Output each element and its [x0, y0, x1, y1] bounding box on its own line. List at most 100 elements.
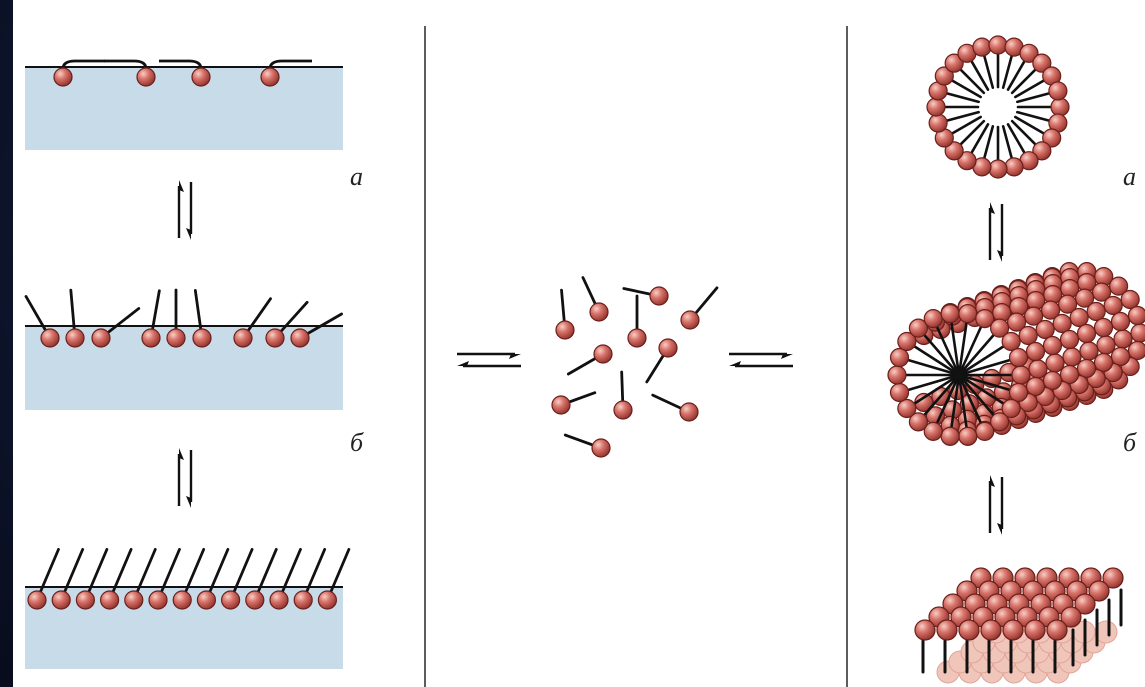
molecule-head-icon — [940, 304, 960, 324]
molecule-tail — [957, 312, 970, 377]
molecule-head-icon — [65, 328, 85, 348]
molecule-head-icon — [51, 590, 71, 610]
molecule-head-icon — [172, 590, 192, 610]
molecule-head-icon — [1042, 128, 1062, 148]
free-molecule — [622, 286, 669, 306]
molecule-head-icon — [141, 328, 161, 348]
molecule-head-icon — [1069, 307, 1089, 328]
molecule-head-icon — [1018, 325, 1038, 346]
molecule-tail — [957, 373, 1013, 410]
label-right-a: а — [1123, 162, 1136, 191]
molecule-head-icon — [75, 590, 96, 610]
molecule-head-icon — [233, 328, 253, 348]
molecule-head-icon — [990, 318, 1010, 338]
molecule-head-icon — [1074, 593, 1096, 615]
molecule-head-icon — [551, 395, 571, 415]
free-molecule — [581, 276, 609, 322]
molecule-head-icon — [40, 328, 60, 348]
molecule-head-icon — [1035, 319, 1055, 340]
molecule-head-icon — [649, 286, 669, 306]
molecule-head-icon — [908, 412, 928, 432]
molecule-head-icon — [192, 328, 212, 348]
molecule-head-icon — [958, 426, 978, 446]
molecule-head-icon — [944, 53, 964, 73]
molecule-head-icon — [1103, 295, 1123, 316]
molecule-head-icon — [1076, 323, 1097, 344]
lamellar-micelle — [914, 567, 1124, 684]
molecule-head-icon — [889, 382, 910, 403]
molecule-head-icon — [1086, 301, 1106, 322]
molecule-head-icon — [680, 310, 700, 330]
molecule-head-icon — [679, 402, 699, 422]
interface-column — [24, 59, 351, 669]
molecule-head-icon — [926, 97, 946, 117]
molecule-head-icon — [940, 426, 960, 446]
lower-layer-head — [1094, 620, 1118, 644]
molecule-tail — [931, 317, 961, 377]
molecule-head-icon — [1110, 346, 1131, 367]
molecule-head-icon — [1093, 352, 1114, 373]
free-molecule — [563, 433, 611, 458]
molecule-head-icon — [1060, 606, 1082, 628]
arrow-down-head — [186, 496, 191, 508]
molecule-head-icon — [1032, 141, 1052, 161]
molecule-tail — [957, 317, 987, 377]
molecule-head-icon — [1110, 311, 1131, 332]
adsorbed-molecule — [104, 59, 156, 87]
molecule-head-icon — [1024, 619, 1046, 641]
molecule-head-icon — [613, 400, 633, 420]
arrow-down-head — [997, 250, 1002, 262]
label-left-a: а — [350, 162, 363, 191]
arrow-down-head — [997, 523, 1002, 535]
molecule-head-icon — [1127, 340, 1145, 361]
molecule-head-icon — [923, 309, 943, 329]
molecule-head-icon — [1002, 619, 1024, 641]
free-molecule — [613, 370, 633, 420]
figure-panel: а б а б — [13, 0, 1145, 687]
label-right-b: б — [1123, 428, 1137, 457]
molecule-head-icon — [988, 35, 1008, 55]
free-molecule — [627, 294, 647, 348]
arrow-left-head — [457, 361, 469, 366]
adsorbed-molecule — [53, 59, 105, 87]
molecule-head-icon — [1120, 289, 1140, 310]
cylindrical-micelle — [887, 262, 1145, 446]
arrow-up-head — [179, 448, 184, 460]
adsorbed-molecule — [159, 59, 211, 87]
molecule-head-icon — [1032, 53, 1052, 73]
molecule-head-icon — [958, 304, 978, 324]
molecule-head-icon — [136, 67, 156, 87]
micelle-core — [953, 369, 965, 381]
molecule-head-icon — [1059, 329, 1080, 350]
free-molecule — [680, 286, 719, 330]
molecule-tail — [917, 326, 961, 377]
molecule-tail — [905, 340, 961, 377]
molecule-tail — [898, 373, 961, 394]
equilibrium-arrows-icon — [457, 352, 521, 368]
molecule-head-icon — [1096, 335, 1116, 355]
molecule-head-icon — [1042, 370, 1063, 391]
molecule-head-icon — [293, 590, 313, 610]
molecule-head-icon — [290, 328, 310, 348]
molecule-head-icon — [555, 320, 575, 340]
molecule-head-icon — [1019, 43, 1039, 63]
molecule-head-icon — [191, 67, 211, 87]
molecule-head-icon — [1127, 305, 1145, 326]
molecule-head-icon — [265, 328, 285, 348]
molecule-head-icon — [53, 67, 73, 87]
molecule-head-icon — [658, 338, 678, 358]
arrow-left-head — [729, 361, 741, 366]
molecule-head-icon — [1004, 157, 1024, 177]
molecule-tail — [957, 373, 1001, 424]
molecule-tail — [948, 312, 961, 377]
arrow-right-head — [509, 354, 521, 359]
molecule-head-icon — [1079, 341, 1099, 361]
molecule-head-icon — [221, 590, 241, 610]
molecule-tail — [957, 373, 970, 438]
spherical-micelle — [926, 35, 1070, 179]
equilibrium-arrows-icon — [177, 448, 193, 508]
molecule-tail — [948, 373, 961, 438]
water-phase — [25, 67, 343, 150]
molecule-head-icon — [1062, 347, 1082, 367]
molecule-head-icon — [1001, 398, 1021, 419]
